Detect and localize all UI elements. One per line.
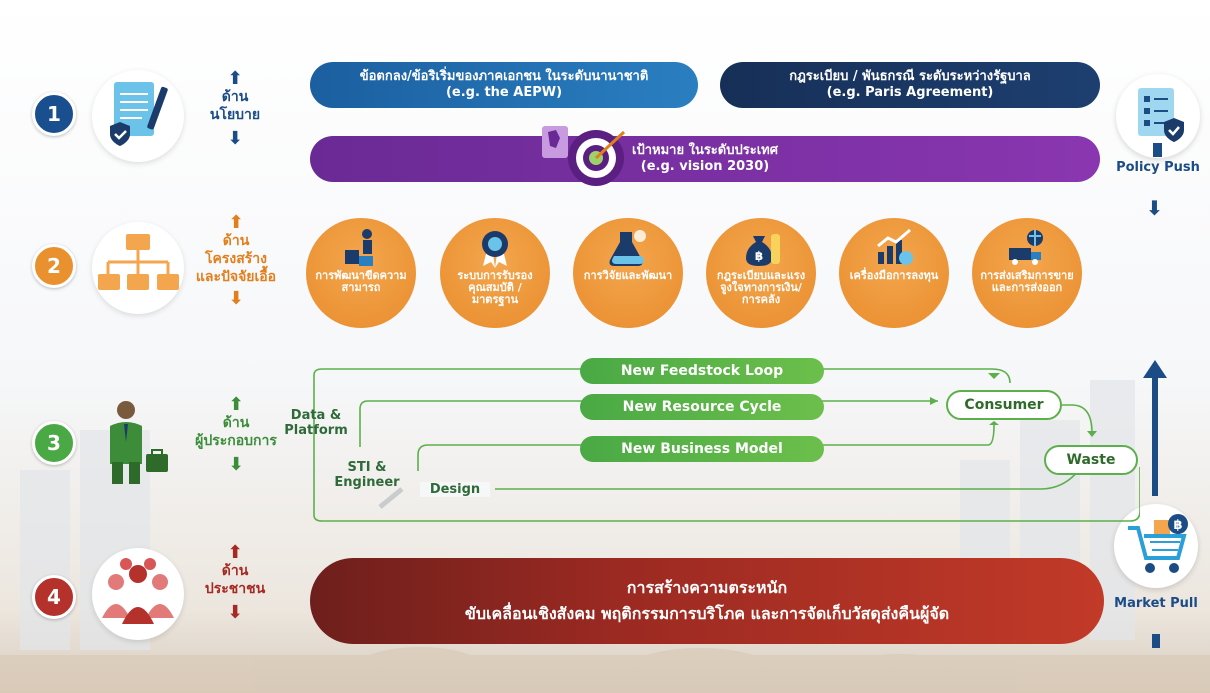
public-awareness-title: การสร้างความตระหนัก — [626, 578, 788, 597]
policy-push-label: Policy Push — [1116, 160, 1200, 175]
market-pull-label: Market Pull — [1114, 596, 1198, 611]
row-number-3: 3 — [32, 421, 76, 465]
side-label-line: ด้าน — [221, 563, 249, 579]
down-arrow-icon: ⬇ — [228, 454, 244, 475]
enabler-label: การส่งเสริมการขายและการส่งออก — [980, 269, 1074, 294]
growth-chart-icon — [877, 228, 913, 265]
consumer-node: Consumer — [946, 390, 1062, 420]
enabler-capacity-building: การพัฒนาขีดความสามารถ — [306, 218, 416, 328]
public-illustration — [92, 548, 184, 640]
market-pull-bar — [1152, 634, 1160, 648]
side-label-policy: ⬆ ด้าน นโยบาย ⬇ — [200, 70, 270, 148]
money-bag-icon: ฿ — [746, 234, 780, 266]
private-agreement-example: (e.g. the AEPW) — [445, 85, 563, 100]
enabler-financial-incentives: ฿ กฎระเบียบและแรงจูงใจทางการเงิน/การคลัง — [706, 218, 816, 328]
up-arrow-icon: ⬆ — [227, 542, 243, 563]
side-label-line: และปัจจัยเอื้อ — [195, 269, 277, 285]
document-pen-icon — [110, 82, 168, 146]
side-label-line: ผู้ประกอบการ — [195, 433, 277, 449]
down-arrow-icon: ⬇ — [227, 602, 243, 623]
design-label: Design — [420, 482, 490, 497]
org-chart-icon — [98, 234, 179, 290]
waste-node: Waste — [1044, 445, 1138, 475]
national-target-example: (e.g. vision 2030) — [640, 159, 770, 174]
government-regulation-pill: กฎระเบียบ / พันธกรณี ระดับระหว่างรัฐบาล … — [720, 62, 1100, 108]
checklist-shield-icon — [1138, 88, 1184, 142]
public-awareness-pill: การสร้างความตระหนัก ขับเคลื่อนเชิงสังคม … — [310, 558, 1104, 644]
side-label-line: นโยบาย — [209, 107, 261, 123]
side-label-public: ⬆ ด้าน ประชาชน ⬇ — [200, 544, 270, 622]
policy-push-down-arrow-icon: ⬇ — [1146, 196, 1163, 220]
enabler-export-promotion: การส่งเสริมการขายและการส่งออก — [972, 218, 1082, 328]
national-target-title: เป้าหมาย ในระดับประเทศ — [632, 143, 778, 158]
entrepreneur-illustration — [92, 396, 184, 488]
government-regulation-example: (e.g. Paris Agreement) — [826, 85, 994, 100]
row-number-1: 1 — [32, 92, 76, 136]
public-awareness-description: ขับเคลื่อนเชิงสังคม พฤติกรรมการบริโภค แล… — [464, 604, 950, 623]
national-target-pill: เป้าหมาย ในระดับประเทศ (e.g. vision 2030… — [310, 136, 1100, 182]
side-label-line: ด้าน — [222, 233, 250, 249]
private-agreement-pill: ข้อตกลง/ข้อริเริ่มของภาคเอกชน ในระดับนาน… — [310, 62, 698, 108]
svg-text:฿: ฿ — [1173, 518, 1182, 533]
row-number-4: 4 — [32, 575, 76, 619]
policy-document-illustration — [92, 70, 184, 162]
side-label-line: ด้าน — [222, 415, 250, 431]
sti-engineer-label: STI & Engineer — [334, 460, 400, 490]
enabler-label: ระบบการรับรองคุณสมบัติ / มาตรฐาน — [457, 269, 533, 306]
enabler-label: กฎระเบียบและแรงจูงใจทางการเงิน/การคลัง — [716, 269, 806, 306]
market-pull-shaft — [1152, 372, 1158, 496]
new-resource-cycle-pill: New Resource Cycle — [580, 394, 824, 420]
new-business-model-pill: New Business Model — [580, 436, 824, 462]
structure-illustration — [92, 222, 184, 314]
up-arrow-icon: ⬆ — [228, 212, 244, 233]
businessman-icon — [110, 401, 168, 484]
policy-push-bar — [1153, 143, 1162, 157]
svg-text:฿: ฿ — [755, 249, 763, 263]
puzzle-person-icon — [345, 229, 373, 266]
enabler-label: การวิจัยและพัฒนา — [583, 269, 673, 282]
down-arrow-icon: ⬇ — [227, 128, 243, 149]
government-regulation-title: กฎระเบียบ / พันธกรณี ระดับระหว่างรัฐบาล — [789, 69, 1031, 84]
enabler-label: การพัฒนาขีดความสามารถ — [315, 269, 407, 294]
market-cart-badge: ฿ — [1114, 504, 1198, 588]
certificate-badge-icon — [482, 231, 508, 268]
side-label-line: ด้าน — [221, 89, 249, 105]
side-label-line: ประชาชน — [204, 581, 266, 597]
side-label-line: โครงสร้าง — [204, 251, 267, 267]
enabler-label: เครื่องมือการลงทุน — [849, 269, 939, 282]
side-label-entrepreneur: ⬆ ด้าน ผู้ประกอบการ ⬇ — [185, 396, 287, 474]
private-agreement-title: ข้อตกลง/ข้อริเริ่มของภาคเอกชน ในระดับนาน… — [359, 69, 649, 84]
people-group-icon — [102, 558, 174, 624]
side-label-structure: ⬆ ด้าน โครงสร้าง และปัจจัยเอื้อ ⬇ — [180, 214, 292, 308]
shopping-cart-icon: ฿ — [1128, 514, 1188, 573]
market-pull-up-arrow-icon — [1143, 360, 1167, 378]
flask-gear-icon — [609, 230, 646, 266]
row-number-2: 2 — [32, 244, 76, 288]
enabler-investment-tools: เครื่องมือการลงทุน — [839, 218, 949, 328]
enabler-certification: ระบบการรับรองคุณสมบัติ / มาตรฐาน — [440, 218, 550, 328]
export-truck-icon — [1009, 230, 1043, 265]
data-platform-label: Data & Platform — [284, 408, 348, 438]
down-arrow-icon: ⬇ — [228, 288, 244, 309]
target-map-icon — [542, 126, 626, 186]
up-arrow-icon: ⬆ — [228, 394, 244, 415]
new-feedstock-loop-pill: New Feedstock Loop — [580, 358, 824, 384]
up-arrow-icon: ⬆ — [227, 68, 243, 89]
enabler-research: การวิจัยและพัฒนา — [573, 218, 683, 328]
